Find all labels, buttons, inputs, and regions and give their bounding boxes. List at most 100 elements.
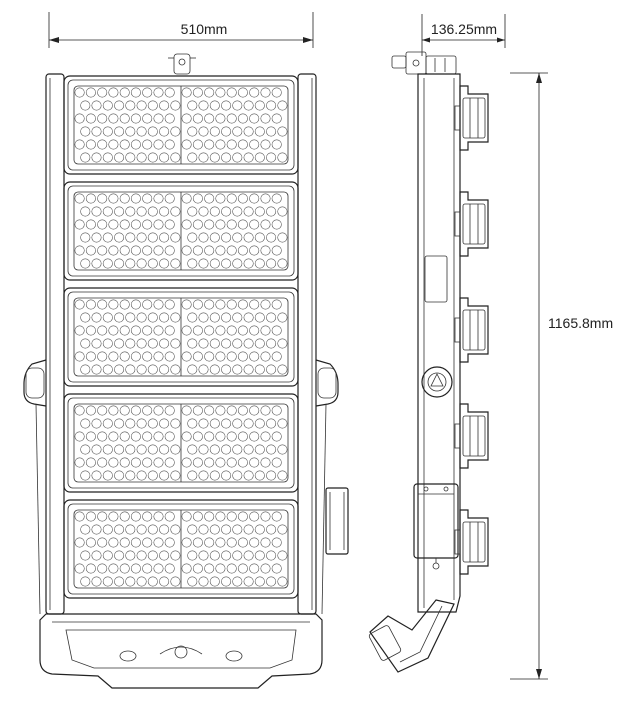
led-lens xyxy=(215,219,226,230)
led-lens xyxy=(153,431,164,442)
led-lens xyxy=(181,563,192,574)
led-lens xyxy=(114,524,125,535)
led-lens xyxy=(159,550,170,561)
led-lens xyxy=(91,418,102,429)
led-lens xyxy=(74,511,85,522)
led-lens xyxy=(181,299,192,310)
led-lens xyxy=(266,312,277,323)
led-lens xyxy=(147,470,158,481)
led-lens xyxy=(209,206,220,217)
led-lens xyxy=(198,550,209,561)
led-lens xyxy=(142,537,153,548)
led-lens xyxy=(97,245,108,256)
led-lens xyxy=(153,219,164,230)
led-lens xyxy=(277,364,288,375)
led-lens xyxy=(260,563,271,574)
led-lens xyxy=(119,113,130,124)
led-lens xyxy=(266,126,277,137)
led-lens xyxy=(254,232,265,243)
led-lens xyxy=(198,312,209,323)
led-lens xyxy=(147,338,158,349)
led-lens xyxy=(159,418,170,429)
led-lens xyxy=(125,152,136,163)
led-lens xyxy=(226,245,237,256)
led-lens xyxy=(125,258,136,269)
led-lens xyxy=(119,563,130,574)
led-lens xyxy=(249,193,260,204)
led-lens xyxy=(209,418,220,429)
led-lens xyxy=(181,193,192,204)
led-lens xyxy=(136,338,147,349)
led-lens xyxy=(91,126,102,137)
led-lens xyxy=(266,338,277,349)
led-lens xyxy=(170,232,181,243)
led-lens xyxy=(254,550,265,561)
led-lens xyxy=(164,245,175,256)
led-lens xyxy=(164,219,175,230)
led-lens xyxy=(226,219,237,230)
led-lens xyxy=(260,537,271,548)
led-lens xyxy=(204,87,215,98)
led-lens xyxy=(181,87,192,98)
led-lens xyxy=(271,193,282,204)
led-lens xyxy=(159,152,170,163)
led-lens xyxy=(221,550,232,561)
led-lens xyxy=(254,364,265,375)
led-lens xyxy=(198,100,209,111)
led-lens xyxy=(136,524,147,535)
led-lens xyxy=(102,152,113,163)
led-lens xyxy=(187,312,198,323)
led-lens xyxy=(97,139,108,150)
led-lens xyxy=(147,232,158,243)
led-lens xyxy=(136,100,147,111)
led-lens xyxy=(266,550,277,561)
led-lens xyxy=(198,418,209,429)
led-lens xyxy=(159,524,170,535)
led-lens xyxy=(147,126,158,137)
led-lens xyxy=(108,113,119,124)
side-head xyxy=(454,191,489,257)
led-lens xyxy=(254,576,265,587)
led-lens xyxy=(271,113,282,124)
led-lens xyxy=(277,206,288,217)
led-lens xyxy=(271,405,282,416)
led-lens xyxy=(249,431,260,442)
led-lens xyxy=(192,299,203,310)
led-lens xyxy=(181,325,192,336)
led-lens xyxy=(91,152,102,163)
led-lens xyxy=(164,511,175,522)
led-lens xyxy=(85,87,96,98)
led-lens xyxy=(181,113,192,124)
led-lens xyxy=(74,219,85,230)
led-lens xyxy=(164,563,175,574)
led-lens xyxy=(153,511,164,522)
led-lens xyxy=(277,418,288,429)
led-lens xyxy=(125,524,136,535)
led-lens xyxy=(243,312,254,323)
led-lens xyxy=(170,126,181,137)
led-lens xyxy=(266,258,277,269)
led-lens xyxy=(136,576,147,587)
led-lens xyxy=(159,576,170,587)
led-lens xyxy=(187,418,198,429)
led-lens xyxy=(142,87,153,98)
led-lens xyxy=(130,193,141,204)
led-lens xyxy=(232,206,243,217)
led-lens xyxy=(142,245,153,256)
led-lens xyxy=(170,312,181,323)
led-lens xyxy=(249,219,260,230)
led-lens xyxy=(159,100,170,111)
led-lens xyxy=(91,576,102,587)
led-lens xyxy=(85,113,96,124)
led-lens xyxy=(159,232,170,243)
led-lens xyxy=(80,206,91,217)
led-lens xyxy=(97,193,108,204)
led-lens xyxy=(192,563,203,574)
led-lens xyxy=(97,325,108,336)
led-lens xyxy=(85,193,96,204)
led-lens xyxy=(221,364,232,375)
led-lens xyxy=(97,511,108,522)
led-lens xyxy=(136,232,147,243)
led-lens xyxy=(130,511,141,522)
led-lens xyxy=(136,258,147,269)
